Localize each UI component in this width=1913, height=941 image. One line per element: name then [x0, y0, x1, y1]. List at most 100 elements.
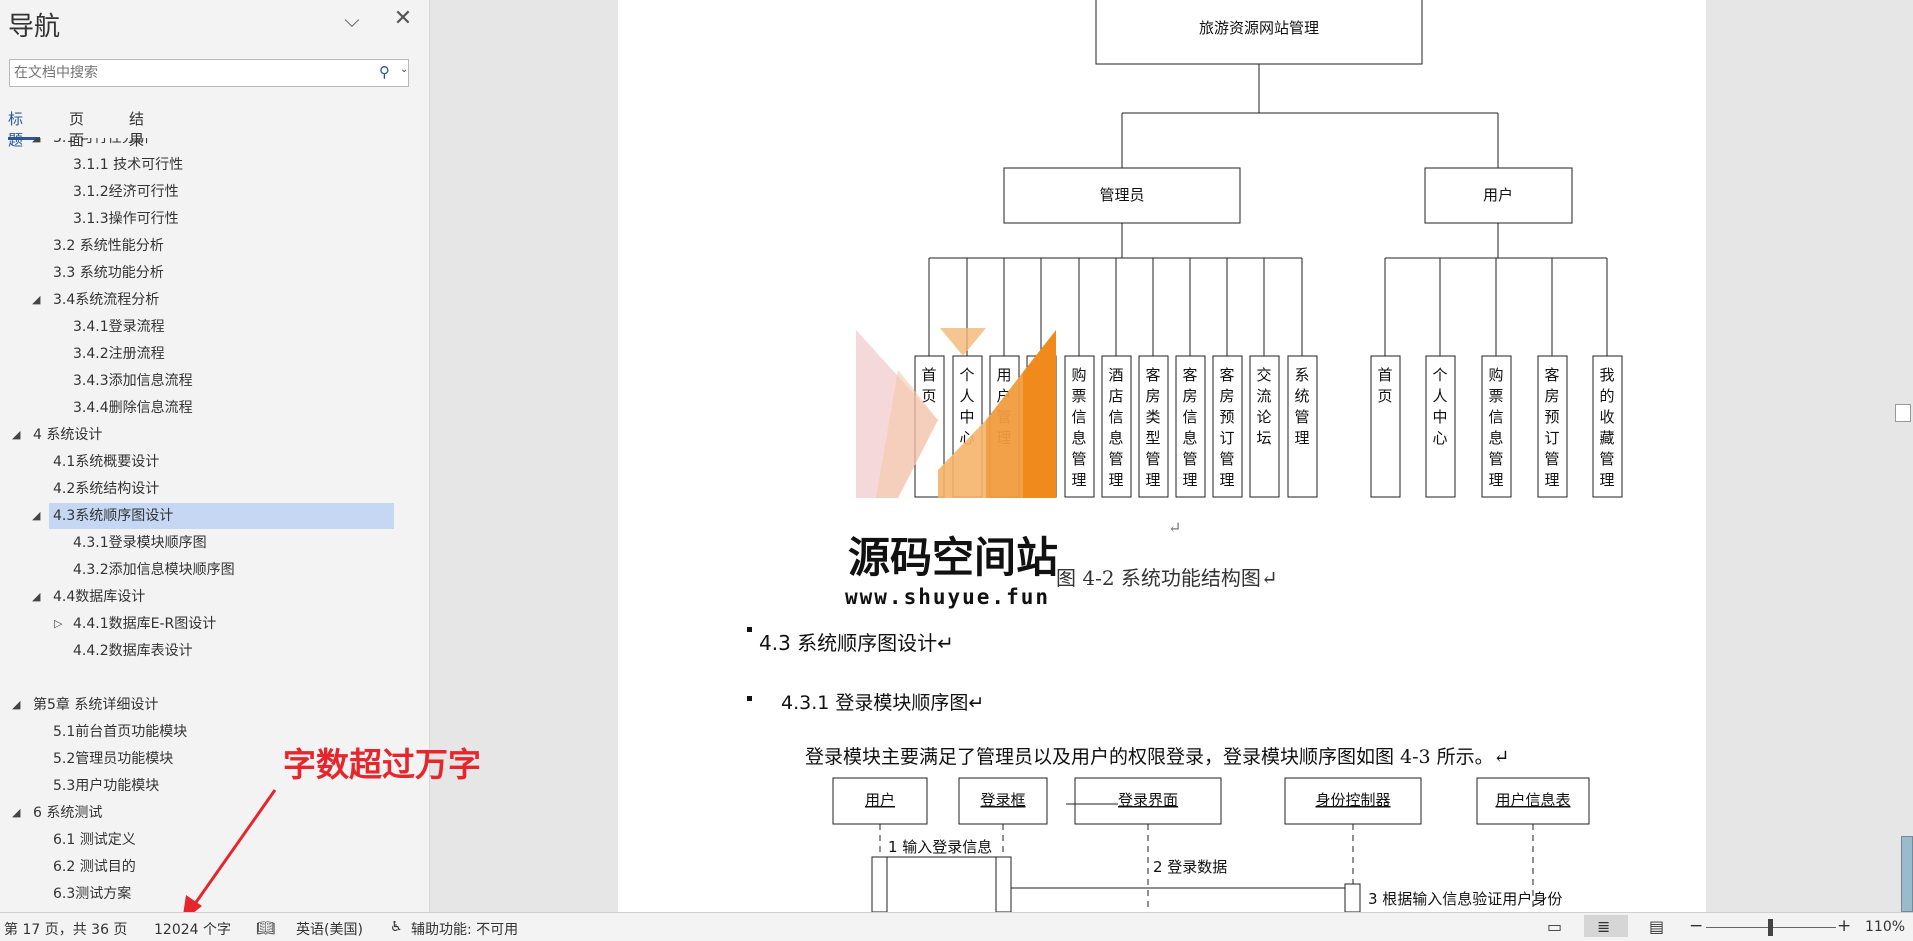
page-indicator[interactable]: 第 17 页，共 36 页 — [4, 922, 128, 938]
diagram-vertical-label: 息 — [1071, 429, 1086, 447]
print-layout-icon[interactable]: ≣ — [1597, 917, 1611, 936]
diagram-vertical-label: 用 — [996, 366, 1011, 384]
nav-heading-label: 3.4系统流程分析 — [53, 292, 160, 308]
zoom-level[interactable]: 110% — [1865, 919, 1906, 935]
nav-heading-item[interactable]: 3.4.1登录流程 — [69, 314, 165, 340]
nav-heading-item[interactable]: 3.1.2经济可行性 — [69, 179, 179, 205]
expand-arrow-icon[interactable]: ◢ — [32, 293, 41, 306]
diagram-vertical-label: 管 — [1599, 450, 1614, 468]
nav-heading-item[interactable]: 4.3.2添加信息模块顺序图 — [69, 557, 235, 583]
scrollbar-thumb[interactable] — [1895, 404, 1911, 422]
nav-heading-item[interactable]: 4.2系统结构设计 — [49, 476, 159, 502]
document-page[interactable]: 旅游资源网站管理管理员用户首页个人中心用户管理景点信息管理购票信息管理酒店信息管… — [618, 0, 1706, 912]
nav-heading-item[interactable]: 3.4.4删除信息流程 — [69, 395, 193, 421]
nav-heading-label: 6.3测试方案 — [53, 886, 132, 902]
chevron-down-icon[interactable]: ⌵ — [344, 8, 360, 32]
nav-heading-item[interactable]: 4.4.2数据库表设计 — [69, 638, 193, 664]
zoom-in-button[interactable]: + — [1837, 916, 1852, 936]
nav-heading-label: 5.3用户功能模块 — [53, 778, 160, 794]
lifeline-box — [1284, 777, 1422, 825]
nav-heading-item[interactable]: 6.2 测试目的 — [49, 854, 136, 880]
lifeline-label: 登录界面 — [1118, 791, 1178, 809]
lifeline-label: 用户信息表 — [1495, 791, 1570, 809]
zoom-out-button[interactable]: − — [1689, 916, 1704, 936]
nav-heading-label: 3.4.2注册流程 — [73, 346, 165, 362]
diagram-vertical-label: 息 — [1108, 429, 1123, 447]
nav-heading-label: 4.3系统顺序图设计 — [53, 508, 174, 524]
expand-arrow-icon[interactable]: ◢ — [12, 428, 21, 441]
diagram-vertical-label: 酒 — [1108, 366, 1123, 384]
lifeline-box — [832, 777, 928, 825]
watermark-title: 源码空间站 — [848, 533, 1059, 582]
nav-heading-item[interactable]: 5.1前台首页功能模块 — [49, 719, 187, 745]
nav-heading-item[interactable]: 6 系统测试 — [29, 800, 102, 826]
diagram-vertical-label: 人 — [1432, 387, 1447, 405]
book-icon[interactable]: 📖︎ — [256, 919, 276, 937]
diagram-vertical-label: 型 — [1145, 429, 1160, 447]
expand-arrow-icon[interactable]: ◢ — [12, 806, 21, 819]
vertical-scrollbar[interactable] — [1893, 0, 1913, 912]
heading-tree: 3.1 可行性分析 ◢ 3.1.1 技术可行性 3.1.2经济可行性 3.1.3操作可行… — [0, 138, 430, 910]
tab-pages[interactable]: 页面 — [69, 110, 85, 149]
nav-heading-item[interactable]: 4.1系统概要设计 — [49, 449, 159, 475]
nav-heading-item[interactable]: 5.3用户功能模块 — [49, 773, 159, 799]
nav-heading-item[interactable]: 3.4.2注册流程 — [69, 341, 165, 367]
accessibility-icon: ♿ — [390, 919, 403, 935]
nav-heading-item[interactable]: 3.1.3操作可行性 — [69, 206, 179, 232]
user-label: 用户 — [1483, 186, 1513, 204]
collapse-arrow-icon[interactable]: ▷ — [54, 617, 63, 630]
close-icon[interactable]: ✕ — [393, 6, 413, 31]
diagram-vertical-label: 个 — [959, 366, 974, 384]
annotation-text: 字数超过万字 — [283, 745, 481, 784]
tab-results[interactable]: 结果 — [129, 110, 145, 149]
nav-heading-item[interactable]: 6.1 测试定义 — [49, 827, 136, 853]
word-count[interactable]: 12024 个字 — [154, 922, 231, 938]
nav-heading-label: 3.1.2经济可行性 — [73, 184, 179, 200]
web-layout-icon[interactable]: ▤ — [1649, 917, 1665, 936]
nav-heading-item[interactable]: 4.4数据库设计 — [49, 584, 145, 610]
nav-heading-label: 4.3.1登录模块顺序图 — [73, 535, 207, 551]
expand-arrow-icon[interactable]: ◢ — [32, 590, 41, 603]
expand-arrow-icon[interactable]: ◢ — [32, 138, 40, 144]
print-layout-button[interactable] — [1584, 915, 1628, 937]
accessibility-status[interactable]: 辅助功能: 不可用 — [411, 922, 519, 938]
diagram-vertical-label: 信 — [1488, 408, 1503, 426]
diagram-vertical-label: 息 — [1182, 429, 1197, 447]
nav-heading-item[interactable]: 5.2管理员功能模块 — [49, 746, 173, 772]
nav-heading-item[interactable]: 3.4系统流程分析 — [49, 287, 159, 313]
nav-heading-item[interactable]: 3.2 系统性能分析 — [49, 233, 164, 259]
nav-heading-item[interactable]: 第5章 系统详细设计 — [29, 692, 158, 718]
nav-heading-item[interactable]: 3.3 系统功能分析 — [49, 260, 164, 286]
language-indicator[interactable]: 英语(美国) — [296, 922, 363, 938]
diagram-vertical-label: 页 — [921, 387, 936, 405]
nav-heading-item[interactable] — [29, 665, 33, 691]
admin-box — [1003, 167, 1241, 224]
zoom-slider-thumb[interactable] — [1768, 919, 1773, 936]
nav-heading-item[interactable]: 3.1 可行性分析 — [49, 138, 150, 151]
scrollbar-indicator — [1901, 836, 1913, 912]
chevron-down-icon[interactable]: ⌄ — [400, 64, 409, 75]
diagram-vertical-label: 客 — [1182, 366, 1197, 384]
nav-heading-item[interactable]: 6.3测试方案 — [49, 881, 131, 907]
nav-heading-item[interactable]: 4.3系统顺序图设计 — [49, 503, 394, 529]
nav-heading-item[interactable]: 3.4.3添加信息流程 — [69, 368, 193, 394]
nav-heading-item[interactable]: 4.3.1登录模块顺序图 — [69, 530, 207, 556]
tab-headings[interactable]: 标题 — [8, 110, 24, 149]
expand-arrow-icon[interactable]: ◢ — [32, 509, 41, 522]
expand-arrow-icon[interactable]: ◢ — [12, 698, 21, 711]
diagram-vertical-label: 票 — [1488, 387, 1503, 405]
tab-underline — [8, 137, 40, 140]
search-box[interactable]: ⚲ ⌄ — [9, 59, 409, 87]
heading-4-3: 4.3 系统顺序图设计↵ — [759, 631, 954, 655]
search-input[interactable] — [14, 63, 369, 83]
diagram-vertical-label: 信 — [1071, 408, 1086, 426]
read-mode-icon[interactable]: ▭ — [1547, 917, 1563, 936]
nav-heading-item[interactable]: 4.4.1数据库E-R图设计 — [69, 611, 216, 637]
nav-heading-item[interactable]: 4 系统设计 — [29, 422, 102, 448]
nav-heading-label: 4.4数据库设计 — [53, 589, 146, 605]
nav-heading-item[interactable]: 3.1.1 技术可行性 — [69, 152, 183, 178]
search-icon[interactable]: ⚲ — [379, 63, 390, 81]
nav-heading-label: 5.2管理员功能模块 — [53, 751, 174, 767]
diagram-vertical-label: 预 — [1219, 408, 1234, 426]
diagram-vertical-label: 交 — [1256, 366, 1271, 384]
